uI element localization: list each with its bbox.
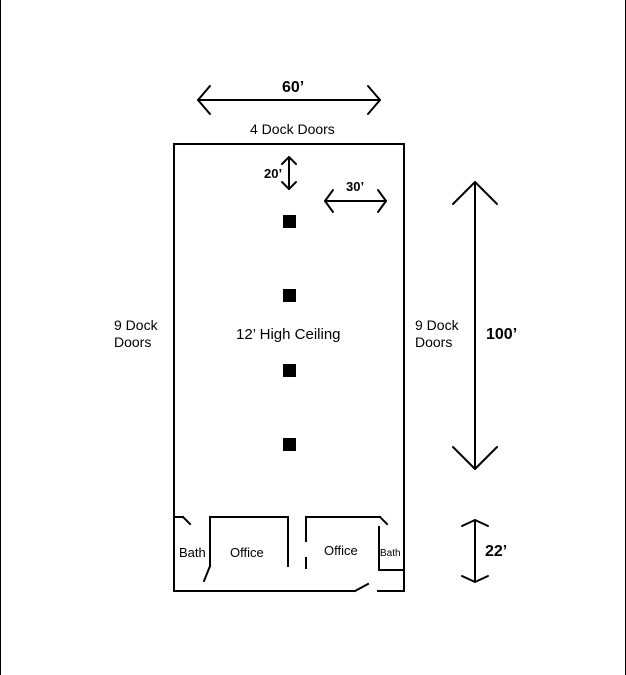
bay-width-arrow (324, 189, 387, 213)
column-4 (283, 438, 296, 451)
door-bath-left (181, 515, 192, 526)
column-2 (283, 289, 296, 302)
office-depth-dimension: 22’ (485, 543, 508, 560)
column-3 (283, 364, 296, 377)
length-arrow (452, 181, 498, 470)
door-office-right (378, 515, 389, 526)
room-bath-right: Bath (380, 548, 401, 559)
left-dock-doors-label: 9 Dock Doors (114, 317, 158, 351)
top-dock-doors-label: 4 Dock Doors (250, 121, 335, 137)
left-dock-doors-line-2: Doors (114, 334, 152, 350)
right-dock-doors-label: 9 Dock Doors (415, 317, 459, 351)
width-dimension: 60’ (282, 79, 305, 96)
right-dock-doors-line-1: 9 Dock (415, 317, 459, 333)
length-dimension: 100’ (486, 326, 518, 343)
column-spacing-dimension: 20’ (264, 166, 283, 181)
right-dock-doors-line-2: Doors (415, 334, 453, 350)
ceiling-height-label: 12’ High Ceiling (236, 326, 341, 343)
room-bath-left: Bath (179, 545, 206, 560)
width-arrow (197, 85, 381, 115)
bay-width-dimension: 30’ (346, 179, 365, 194)
office-depth-arrow (461, 519, 489, 583)
left-dock-doors-line-1: 9 Dock (114, 317, 158, 333)
room-office-right: Office (324, 543, 358, 558)
door-bath-left-swing (202, 564, 212, 583)
door-swing-bottom (353, 582, 370, 593)
room-office-left: Office (230, 545, 264, 560)
column-spacing-arrow (281, 156, 297, 190)
column-1 (283, 215, 296, 228)
